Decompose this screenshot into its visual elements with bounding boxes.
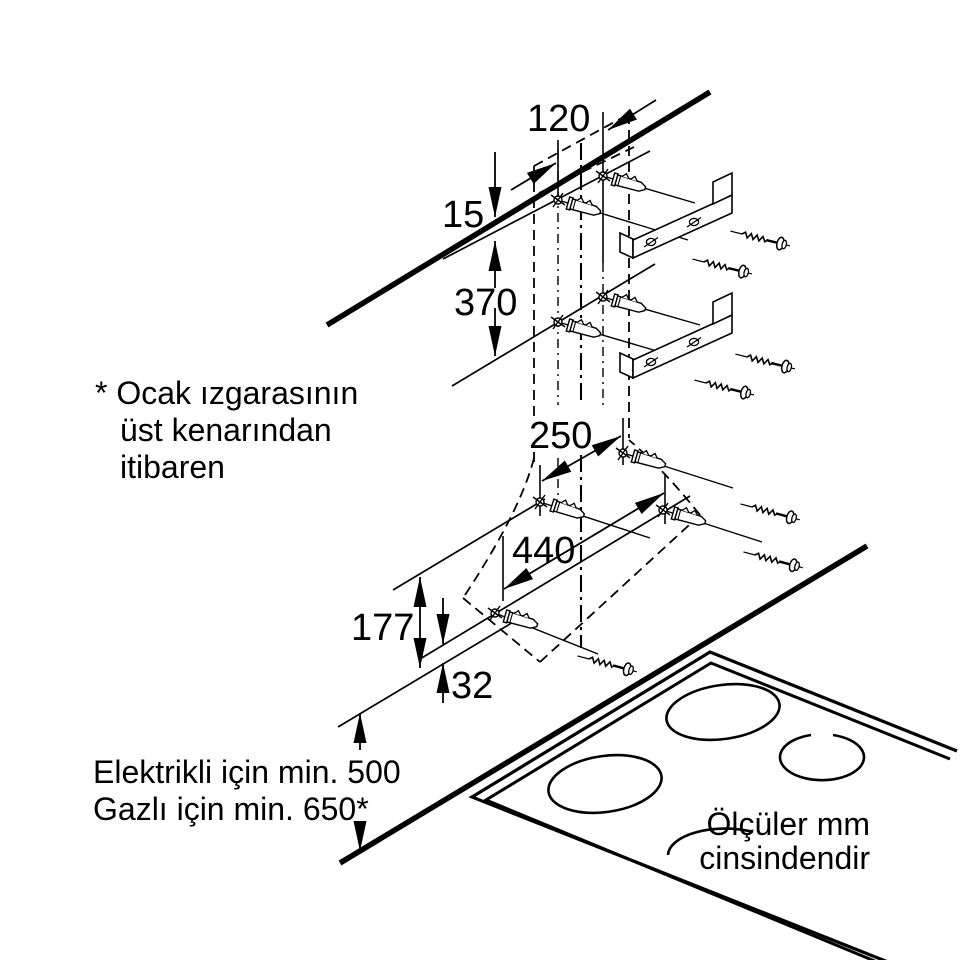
- dimension-370-label: 370: [454, 282, 517, 324]
- dimension-440-label: 440: [512, 530, 575, 572]
- units-note-line2: cinsindendir: [699, 840, 870, 876]
- wall-plug-icon: [565, 193, 604, 219]
- hob-note-line1: * Ocak ızgarasının: [95, 375, 358, 411]
- canopy-bottom-right-edge: [539, 514, 701, 663]
- screw-icon: [732, 346, 798, 377]
- units-note-line1: Ölçüler mm: [706, 806, 870, 842]
- screws: [574, 223, 806, 680]
- arrow-250: [541, 435, 622, 482]
- mounting-hole: [487, 605, 503, 621]
- wall-top-edge-line: [325, 89, 712, 328]
- canopy-lower-row-line: [419, 495, 691, 660]
- wall-plug-icon: [610, 169, 649, 195]
- wall-plug-icon: [502, 606, 541, 632]
- counter-edge-line: [338, 543, 869, 866]
- screw-icon: [727, 223, 793, 254]
- cooktop: [468, 650, 958, 960]
- arrow-120-right: [607, 99, 657, 131]
- chimney-top-edge: [533, 113, 630, 167]
- wall-plug-icon: [670, 503, 709, 529]
- dimension-labels: 120 15 370 250 440 177 32: [351, 98, 592, 707]
- hob-note-line3: itibaren: [120, 449, 225, 485]
- arrow-440: [503, 492, 665, 590]
- clearance-gas-label: Gazlı için min. 650*: [93, 791, 369, 827]
- hole-row-second-line: [451, 263, 656, 387]
- burner: [665, 682, 781, 742]
- chimney-back-top-edge: [538, 146, 635, 194]
- wall-plug-icon: [565, 315, 604, 341]
- hole-row-top-line: [442, 150, 651, 260]
- dimension-arrows: [353, 99, 665, 851]
- hood-bottom-reference-line: [337, 617, 521, 728]
- screw-icon: [689, 251, 755, 282]
- dimension-177-label: 177: [351, 607, 414, 649]
- burner-partial: [666, 827, 754, 856]
- clearance-electric-label: Elektrikli için min. 500: [93, 754, 401, 790]
- clearance-note: Elektrikli için min. 500 Gazlı için min.…: [93, 754, 401, 827]
- cooktop-inner-border: [482, 661, 951, 960]
- dimension-32-label: 32: [451, 665, 493, 707]
- screw-icon: [691, 372, 757, 403]
- burner-partial: [778, 733, 866, 782]
- dimension-250-label: 250: [529, 415, 592, 457]
- screw-icon: [740, 544, 806, 576]
- arrow-120-left: [510, 162, 557, 191]
- screw-icon: [737, 496, 803, 528]
- screw-icon: [574, 648, 640, 680]
- dimension-15-label: 15: [442, 194, 484, 236]
- units-note: Ölçüler mm cinsindendir: [699, 806, 870, 876]
- canopy-bottom-left-edge: [462, 597, 541, 663]
- dimension-120-label: 120: [527, 98, 590, 140]
- burner: [547, 753, 663, 815]
- hob-note-line2: üst kenarından: [120, 412, 332, 448]
- wall-edges: [325, 89, 869, 866]
- wall-plug-icon: [630, 446, 669, 472]
- hob-note: * Ocak ızgarasının üst kenarından itibar…: [95, 375, 358, 485]
